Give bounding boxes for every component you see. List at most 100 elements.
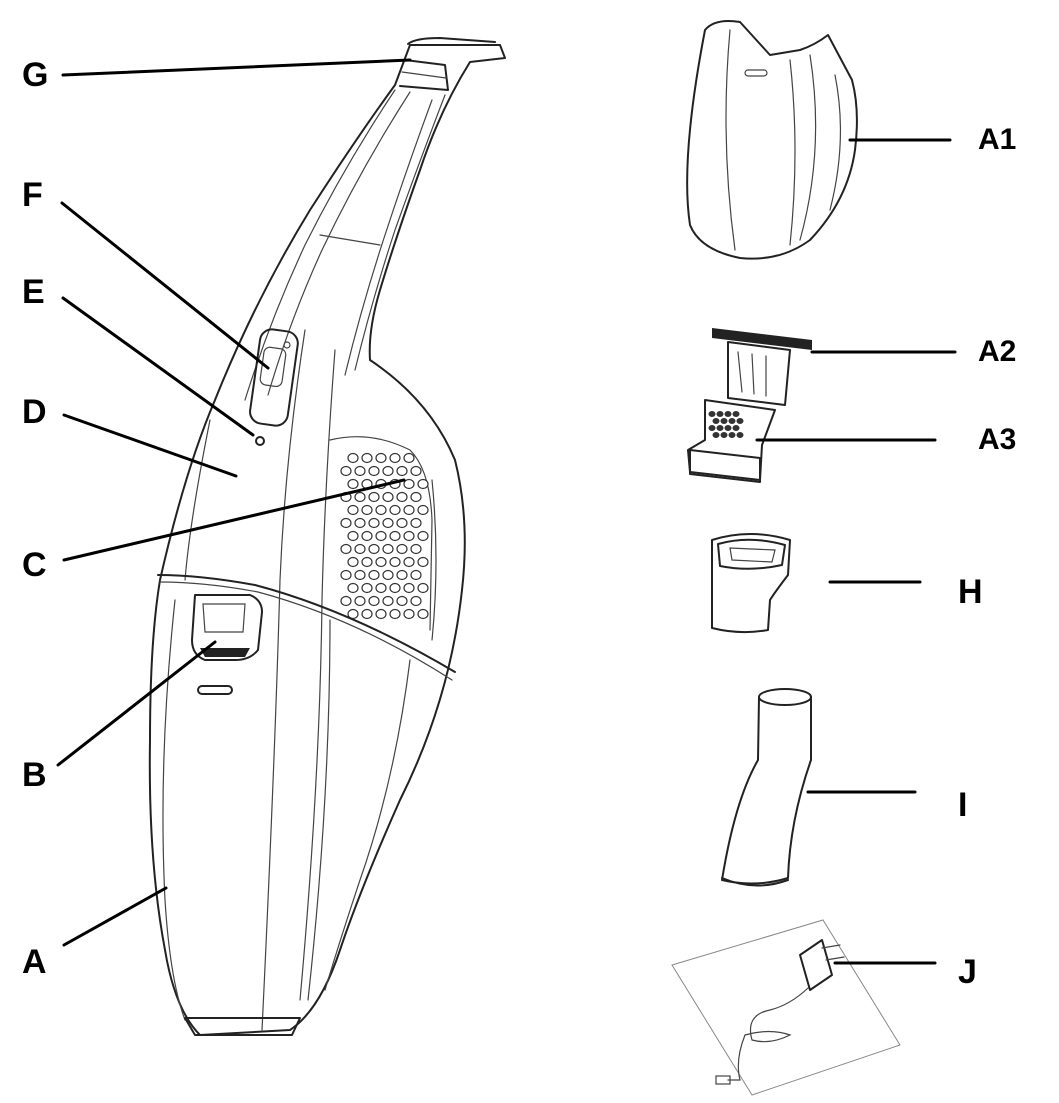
vent-hole [375, 582, 387, 594]
label-c: C [22, 546, 47, 584]
vent-hole [396, 569, 408, 581]
vent-hole [368, 569, 380, 581]
vent-hole [361, 530, 373, 542]
label-i: I [958, 786, 968, 824]
vent-hole [375, 452, 387, 464]
vent-hole [410, 569, 422, 581]
mesh-hole [732, 411, 740, 417]
mesh-hole [712, 432, 720, 438]
mesh-hole [716, 411, 724, 417]
vent-hole [361, 556, 373, 568]
vent-hole [403, 452, 415, 464]
vent-hole [417, 608, 429, 620]
vent-hole [403, 608, 415, 620]
vent-hole [382, 595, 394, 607]
vent-hole [368, 595, 380, 607]
leader-c [62, 478, 406, 562]
vent-hole [354, 543, 366, 555]
vent-hole [340, 595, 352, 607]
vent-hole [361, 504, 373, 516]
label-a3: A3 [978, 423, 1017, 456]
vent-hole [417, 556, 429, 568]
label-e: E [22, 273, 45, 311]
vent-hole [368, 543, 380, 555]
mesh-hole [736, 418, 744, 424]
vent-hole [375, 504, 387, 516]
vent-hole [396, 517, 408, 529]
vent-hole [403, 530, 415, 542]
vent-hole [410, 491, 422, 503]
vent-hole [340, 465, 352, 477]
label-b: B [22, 756, 47, 794]
vent-hole [396, 465, 408, 477]
vent-hole [347, 478, 359, 490]
label-j: J [958, 953, 977, 991]
vent-hole [375, 530, 387, 542]
part-h-brush-adapter [711, 533, 791, 634]
vent-hole [347, 530, 359, 542]
mesh-hole [736, 432, 744, 438]
vent-hole [410, 595, 422, 607]
part-a1-bin-cover [686, 20, 858, 260]
filter-mesh [708, 411, 744, 438]
leader-f [60, 201, 270, 370]
label-a2: A2 [978, 335, 1017, 368]
vent-hole [389, 530, 401, 542]
leader-g [61, 58, 412, 77]
vent-hole [354, 569, 366, 581]
vent-hole [375, 608, 387, 620]
mesh-hole [724, 425, 732, 431]
vent-hole [417, 478, 429, 490]
power-switch [249, 328, 299, 427]
vent-hole [410, 517, 422, 529]
vent-hole [382, 491, 394, 503]
vent-hole [361, 582, 373, 594]
vent-hole [382, 543, 394, 555]
mesh-hole [708, 425, 716, 431]
vent-hole [347, 556, 359, 568]
vent-hole [368, 465, 380, 477]
part-a2-filter [712, 328, 812, 406]
vent-hole [347, 582, 359, 594]
leader-d [62, 413, 238, 478]
vent-hole [403, 504, 415, 516]
vent-hole [340, 517, 352, 529]
vent-hole [354, 595, 366, 607]
charge-indicator [255, 436, 265, 446]
mesh-hole [720, 432, 728, 438]
leader-b [56, 640, 217, 767]
vent-hole [389, 504, 401, 516]
label-a1: A1 [978, 123, 1017, 156]
leader-lines [56, 58, 957, 965]
vent-hole [347, 452, 359, 464]
vent-hole [347, 504, 359, 516]
vent-hole [375, 556, 387, 568]
part-i-crevice-tool [721, 688, 812, 887]
leader-a [62, 886, 168, 947]
vent-hole [382, 569, 394, 581]
vent-hole [368, 517, 380, 529]
mesh-hole [728, 432, 736, 438]
release-button [191, 594, 263, 661]
mesh-hole [712, 418, 720, 424]
vent-hole [389, 608, 401, 620]
vent-hole [417, 582, 429, 594]
vent-hole [389, 556, 401, 568]
vent-hole [340, 569, 352, 581]
air-vent-holes [340, 452, 429, 620]
vacuum-body [148, 37, 506, 1036]
mesh-hole [716, 425, 724, 431]
vent-hole [417, 530, 429, 542]
label-d: D [22, 393, 47, 431]
vent-hole [410, 465, 422, 477]
vent-hole [382, 465, 394, 477]
vent-hole [361, 452, 373, 464]
label-f: F [22, 176, 43, 214]
vent-hole [403, 556, 415, 568]
mesh-hole [732, 425, 740, 431]
charger-plug [799, 939, 833, 991]
vent-hole [354, 491, 366, 503]
label-g: G [22, 56, 49, 94]
